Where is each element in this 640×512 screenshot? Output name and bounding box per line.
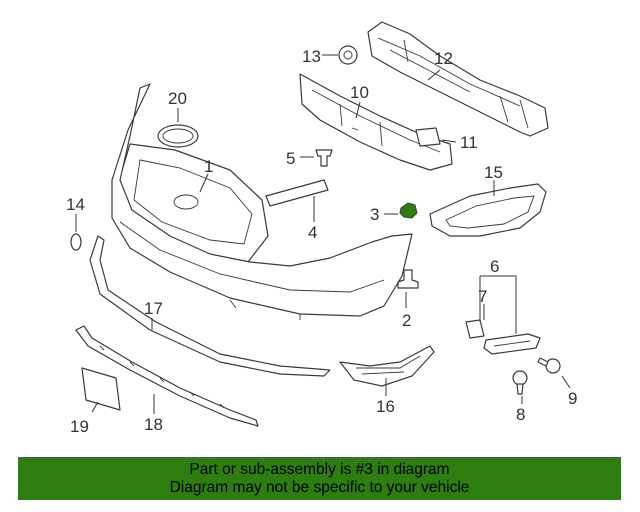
- callout-18[interactable]: 18: [144, 415, 163, 434]
- part-14-plug: [70, 233, 82, 251]
- callout-7[interactable]: 7: [478, 287, 487, 306]
- part-18-lip-strip: [75, 325, 259, 427]
- callout-13[interactable]: 13: [302, 47, 321, 66]
- banner-line-1: Part or sub-assembly is #3 in diagram: [189, 460, 450, 478]
- part-16-lower-grille: [339, 345, 435, 387]
- part-11-pad: [415, 127, 441, 147]
- callout-9[interactable]: 9: [568, 389, 577, 408]
- part-2-bolt: [397, 269, 419, 289]
- part-5-clip: [315, 149, 333, 167]
- callout-3[interactable]: 3: [370, 205, 379, 224]
- part-6-reflector: [483, 333, 541, 355]
- callout-14[interactable]: 14: [66, 195, 85, 214]
- callout-15[interactable]: 15: [484, 163, 503, 182]
- part-19-license-bracket: [81, 367, 121, 411]
- callout-17[interactable]: 17: [144, 299, 163, 318]
- callout-11[interactable]: 11: [460, 133, 478, 152]
- callout-12[interactable]: 12: [434, 49, 453, 68]
- part-13-nut: [338, 45, 358, 65]
- part-8-screw: [512, 370, 528, 395]
- callout-16[interactable]: 16: [376, 397, 395, 416]
- callout-6[interactable]: 6: [490, 257, 499, 276]
- bumper-fascia: [111, 83, 413, 320]
- part-4-bracket: [265, 179, 329, 207]
- part-12-reinforcement-beam: [367, 21, 549, 137]
- info-banner: Part or sub-assembly is #3 in diagram Di…: [18, 457, 621, 500]
- part-10-energy-absorber: [299, 73, 453, 171]
- banner-line-2: Diagram may not be specific to your vehi…: [169, 478, 470, 496]
- callout-2[interactable]: 2: [402, 311, 411, 330]
- part-17-molding: [89, 235, 331, 377]
- parts-diagram: 13 12 10 11 5 20 1 4 3 15 14 2 6 7 17 16…: [66, 21, 577, 436]
- callout-labels: 13 12 10 11 5 20 1 4 3 15 14 2 6 7 17 16…: [66, 47, 577, 436]
- callout-4[interactable]: 4: [308, 223, 317, 242]
- part-3-highlighted-clip: [399, 202, 418, 219]
- leader-lines: [75, 54, 571, 414]
- callout-10[interactable]: 10: [350, 83, 369, 102]
- callout-1[interactable]: 1: [204, 157, 213, 176]
- part-7-bracket: [465, 319, 485, 339]
- callout-19[interactable]: 19: [70, 417, 89, 436]
- callout-20[interactable]: 20: [168, 89, 187, 108]
- callout-5[interactable]: 5: [286, 149, 295, 168]
- part-9-screw: [537, 357, 561, 374]
- callout-8[interactable]: 8: [516, 405, 525, 424]
- part-15-fog-lamp-cover: [429, 183, 547, 237]
- part-20-emblem: [157, 124, 199, 148]
